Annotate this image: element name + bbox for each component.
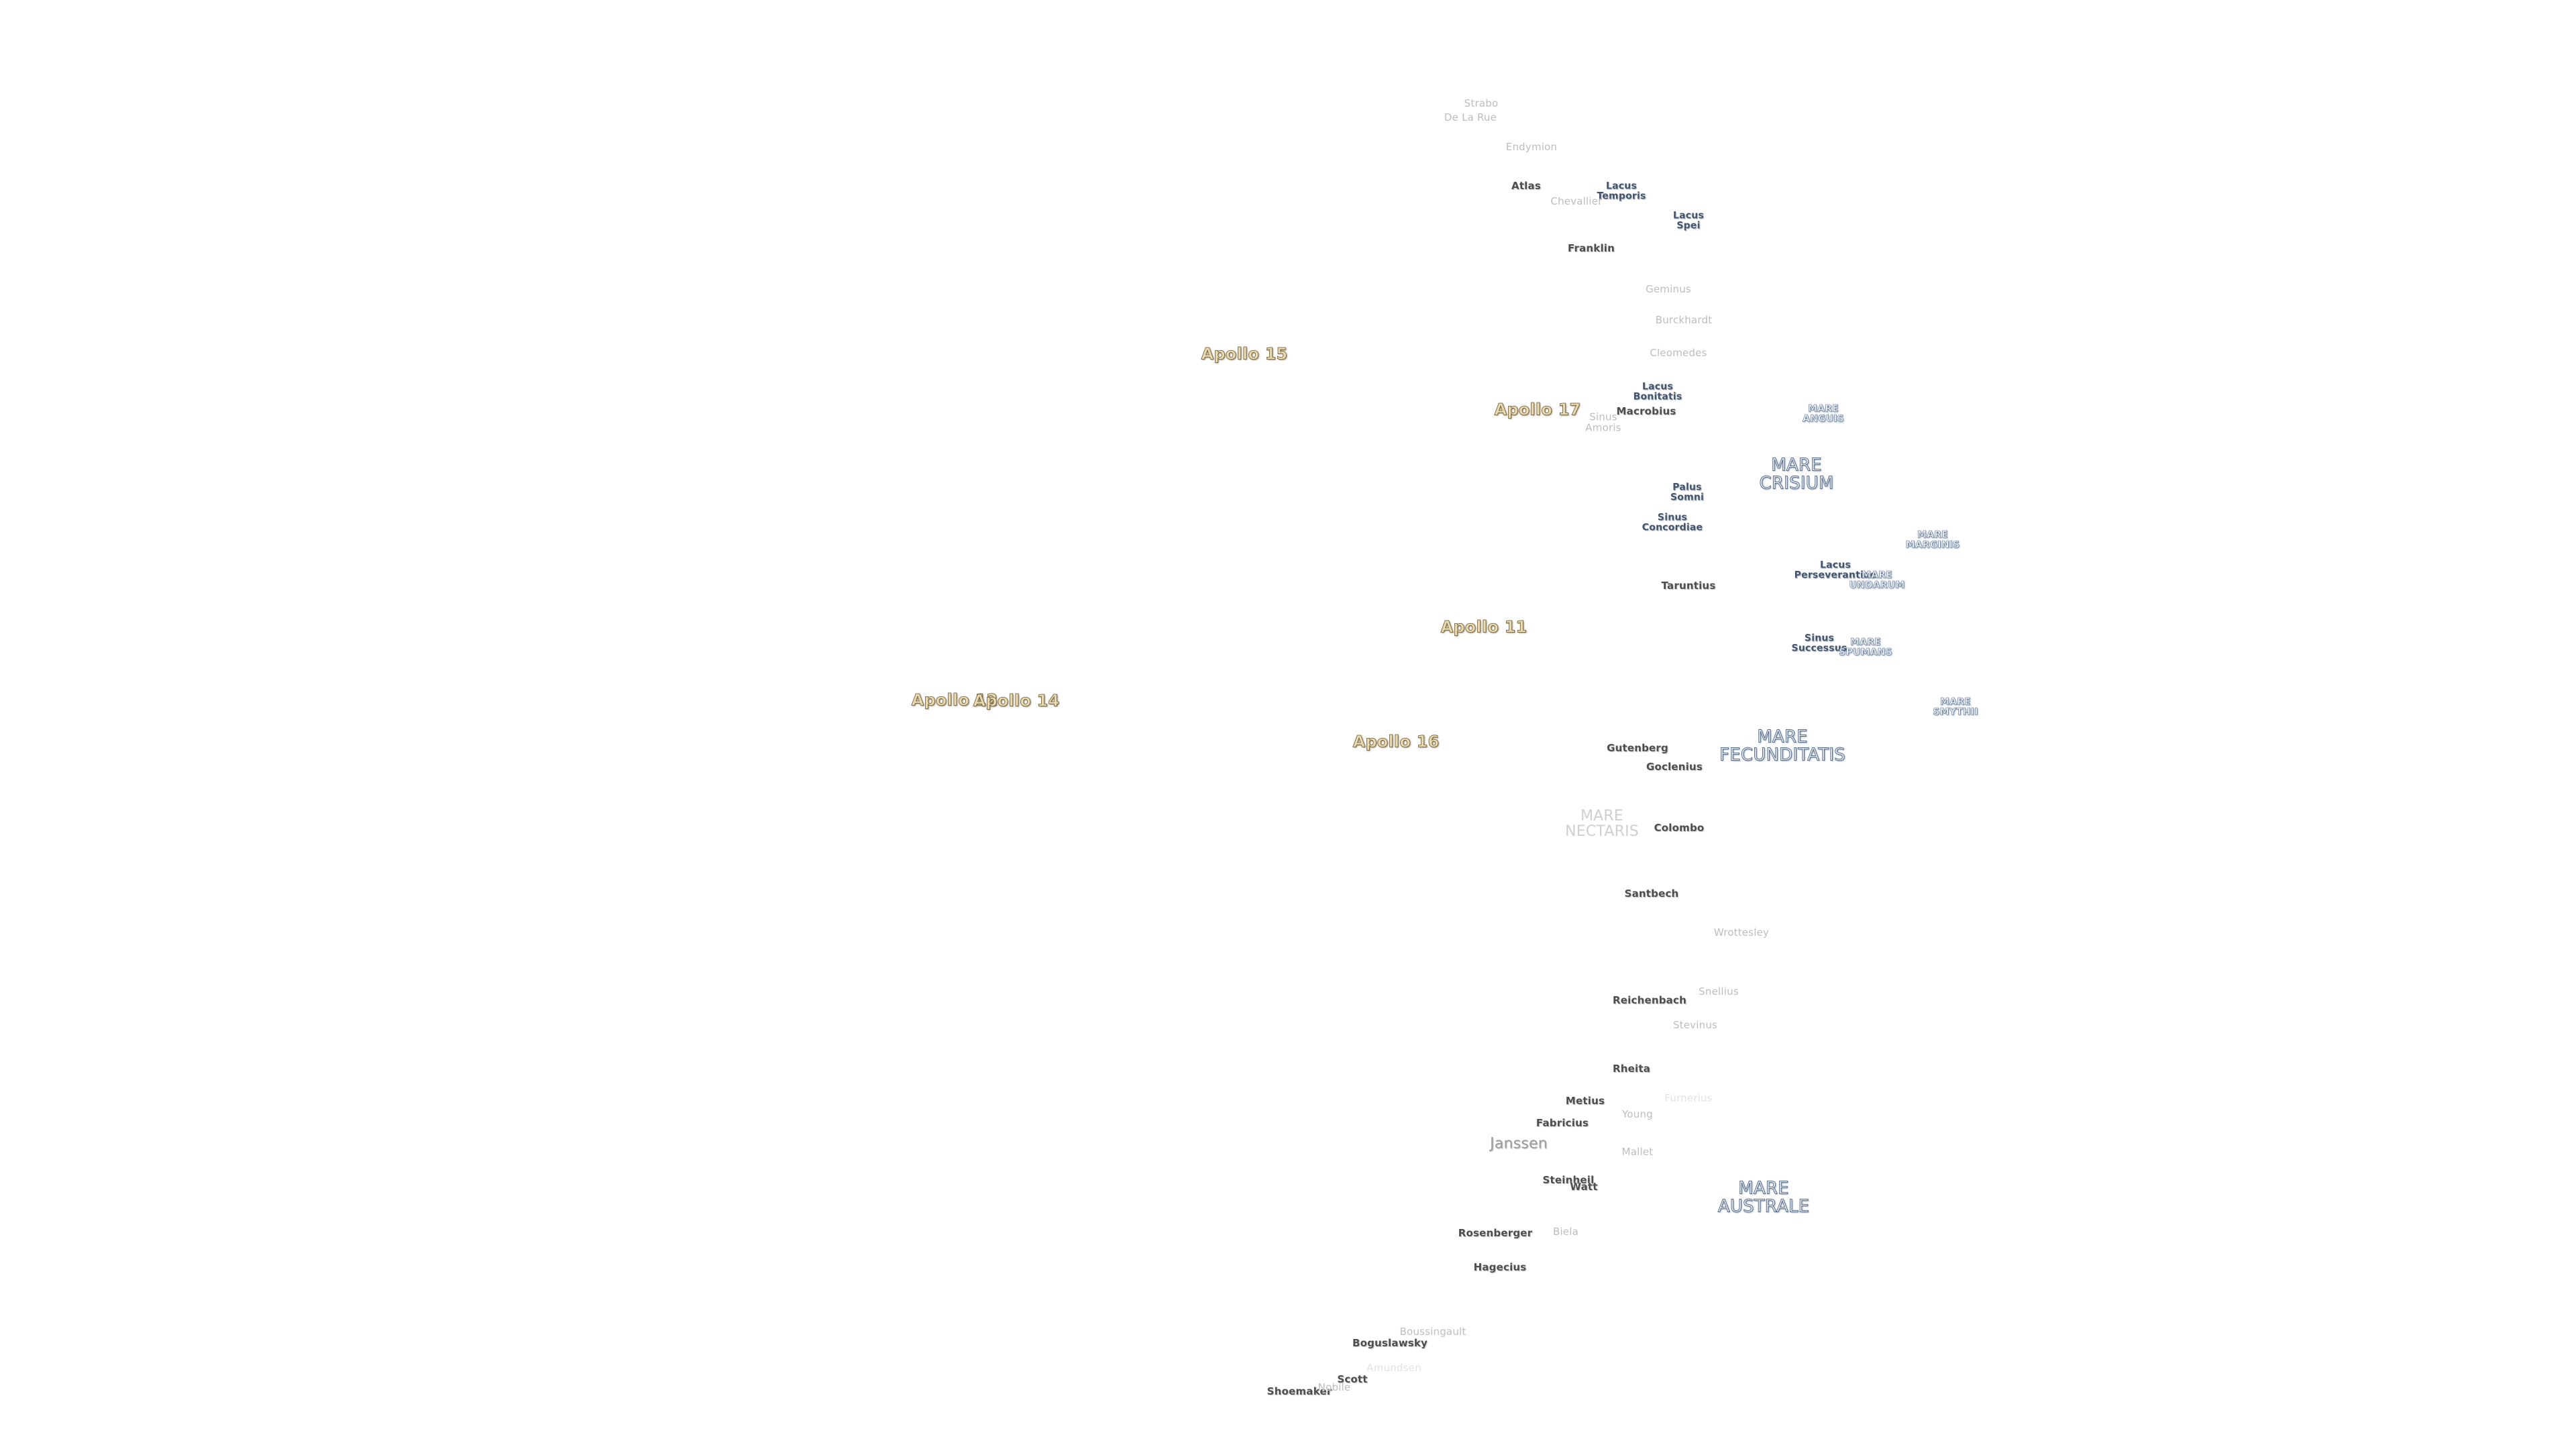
- map-label-de-la-rue: De La Rue: [1444, 111, 1497, 124]
- map-label-mare-crisium: MARE CRISIUM: [1759, 455, 1834, 494]
- map-label-sinus-amoris: Sinus Amoris: [1585, 411, 1621, 433]
- map-label-metius: Metius: [1565, 1095, 1605, 1108]
- map-label-young: Young: [1622, 1108, 1653, 1121]
- map-label-colombo: Colombo: [1654, 822, 1705, 835]
- map-label-palus-somni: Palus Somni: [1670, 482, 1705, 502]
- map-label-wrottesley: Wrottesley: [1713, 926, 1770, 939]
- map-label-apollo-17: Apollo 17: [1494, 400, 1581, 419]
- map-label-apollo-12: Apollo 12: [911, 690, 998, 710]
- map-label-franklin: Franklin: [1567, 242, 1615, 255]
- map-label-hagecius: Hagecius: [1473, 1261, 1527, 1274]
- map-label-macrobius: Macrobius: [1616, 405, 1676, 418]
- map-label-furnerius: Furnerius: [1664, 1092, 1713, 1105]
- map-label-mare-nectaris: MARE NECTARIS: [1565, 807, 1639, 840]
- map-label-rheita: Rheita: [1612, 1063, 1651, 1075]
- map-label-snellius: Snellius: [1699, 985, 1739, 998]
- map-label-cleomedes: Cleomedes: [1650, 347, 1707, 360]
- map-label-amundsen: Amundsen: [1366, 1362, 1421, 1375]
- map-label-goclenius: Goclenius: [1646, 761, 1703, 773]
- map-label-steinheil: Steinheil: [1542, 1174, 1595, 1187]
- map-label-lacus-perseverantiae: Lacus Perseverantiae: [1794, 559, 1877, 580]
- map-label-endymion: Endymion: [1505, 141, 1558, 154]
- map-label-taruntius: Taruntius: [1661, 580, 1716, 592]
- map-label-mare-anguis: MARE ANGUIS: [1803, 403, 1844, 424]
- map-label-mare-smythii: MARE SMYTHII: [1933, 696, 1978, 717]
- map-label-lacus-spei: Lacus Spei: [1673, 210, 1704, 231]
- map-label-apollo-15: Apollo 15: [1201, 344, 1288, 364]
- map-label-apollo-16: Apollo 16: [1352, 732, 1440, 751]
- map-label-boguslawsky: Boguslawsky: [1352, 1337, 1428, 1350]
- map-label-lacus-bonitatis: Lacus Bonitatis: [1633, 381, 1682, 402]
- map-label-lacus-temporis: Lacus Temporis: [1597, 180, 1646, 201]
- map-label-strabo: Strabo: [1464, 97, 1499, 110]
- map-label-stevinus: Stevinus: [1672, 1019, 1718, 1032]
- map-label-santbech: Santbech: [1624, 888, 1679, 900]
- map-label-mare-marginis: MARE MARGINIS: [1905, 529, 1960, 550]
- map-label-janssen: Janssen: [1490, 1135, 1548, 1152]
- map-label-chevallier: Chevallier: [1550, 195, 1603, 208]
- map-label-apollo-14: Apollo 14: [973, 691, 1060, 710]
- map-label-sinus-successus: Sinus Successus: [1791, 633, 1847, 653]
- map-label-watt: Watt: [1570, 1181, 1598, 1193]
- map-label-mallet: Mallet: [1621, 1146, 1654, 1159]
- map-label-mare-fecunditatis: MARE FECUNDITATIS: [1719, 727, 1846, 765]
- map-label-mare-undarum: MARE UNDARUM: [1849, 570, 1905, 590]
- map-label-scott: Scott: [1337, 1373, 1368, 1386]
- map-label-gutenberg: Gutenberg: [1607, 742, 1668, 755]
- map-label-rosenberger: Rosenberger: [1458, 1227, 1533, 1240]
- map-label-burckhardt: Burckhardt: [1655, 314, 1713, 327]
- map-label-atlas: Atlas: [1511, 180, 1541, 193]
- map-label-mare-spumans: MARE SPUMANS: [1839, 637, 1892, 657]
- map-label-reichenbach: Reichenbach: [1613, 994, 1686, 1007]
- map-label-biela: Biela: [1552, 1226, 1579, 1238]
- map-label-apollo-11: Apollo 11: [1440, 617, 1527, 637]
- map-label-sinus-concordiae: Sinus Concordiae: [1642, 512, 1703, 533]
- map-label-mare-australe: MARE AUSTRALE: [1717, 1178, 1810, 1217]
- map-label-nobile: Nobile: [1318, 1381, 1351, 1394]
- map-label-fabricius: Fabricius: [1536, 1117, 1589, 1130]
- map-label-boussingault: Boussingault: [1399, 1326, 1466, 1338]
- map-label-geminus: Geminus: [1646, 283, 1691, 296]
- map-label-shoemaker: Shoemaker: [1267, 1385, 1332, 1398]
